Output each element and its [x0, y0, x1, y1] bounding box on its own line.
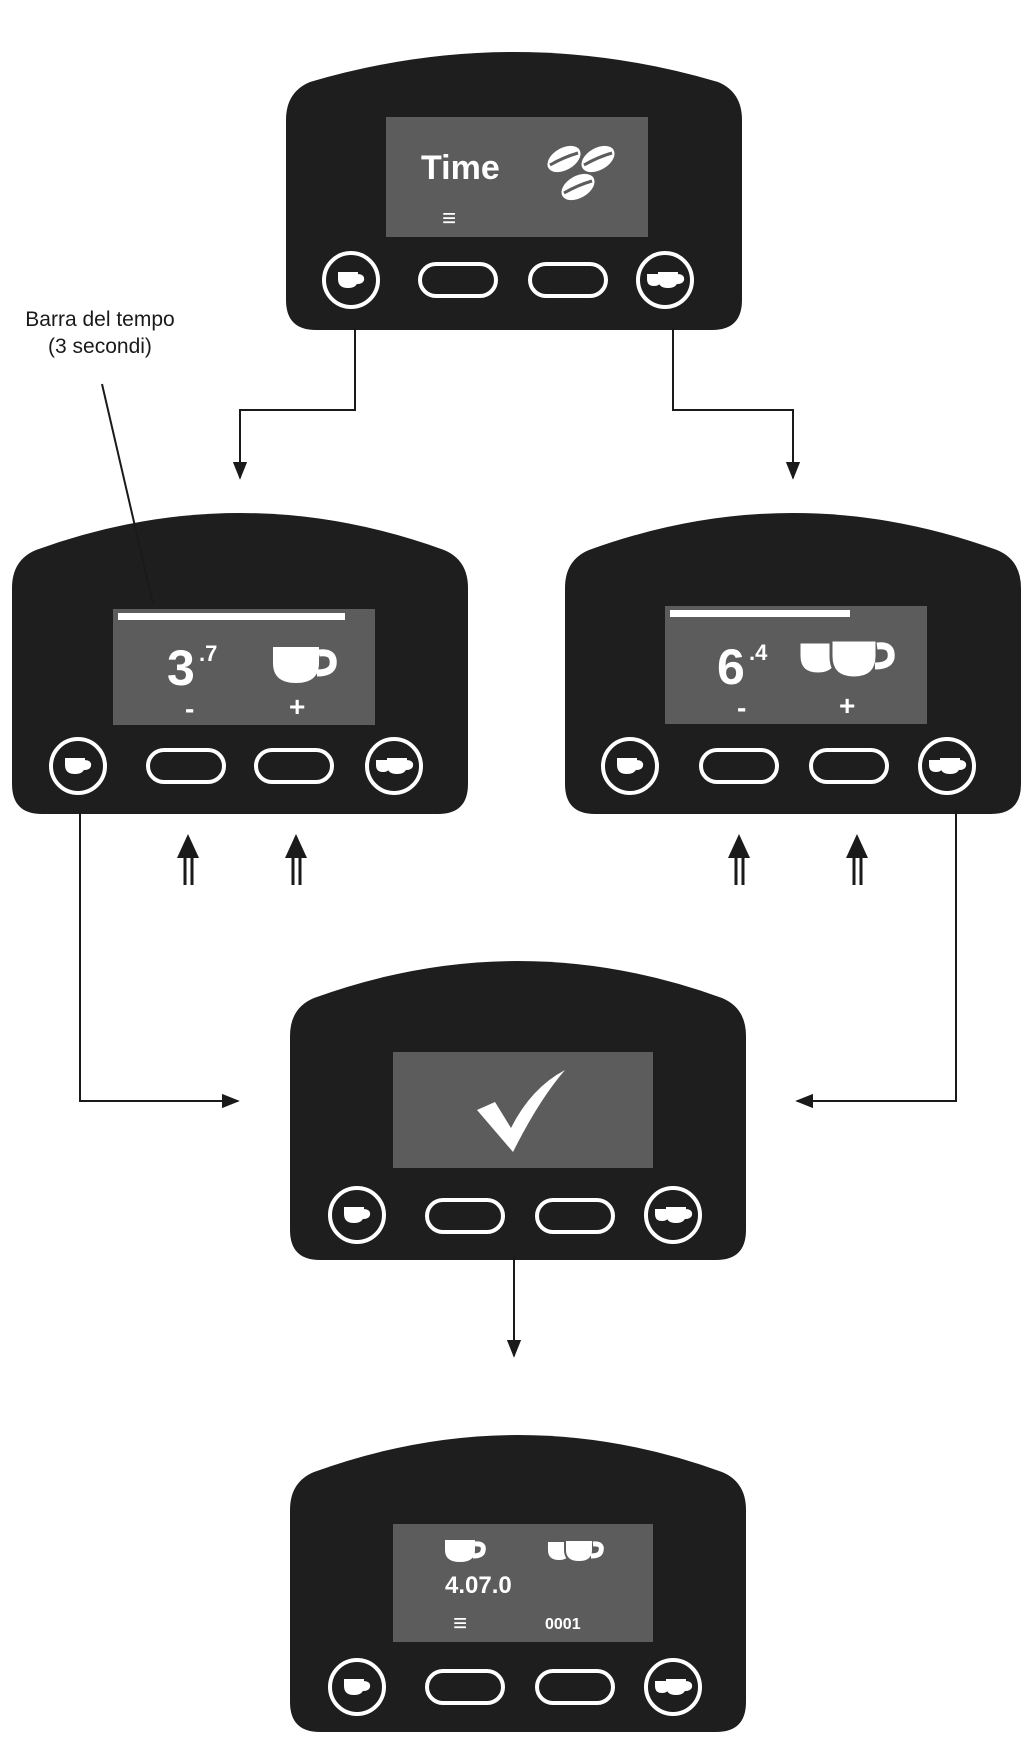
- time-bar: [670, 610, 850, 617]
- single-cup-button[interactable]: [601, 737, 659, 795]
- minus-button[interactable]: [425, 1669, 505, 1705]
- display-screen: 3 .7 - +: [113, 609, 375, 725]
- plus-button[interactable]: [535, 1669, 615, 1705]
- double-cup-button[interactable]: [636, 251, 694, 309]
- double-cup-icon: [655, 1679, 693, 1696]
- value-decimal: .4: [749, 640, 768, 665]
- minus-button[interactable]: [699, 748, 779, 784]
- single-cup-icon: [271, 645, 339, 690]
- single-cup-button[interactable]: [49, 737, 107, 795]
- double-cup-icon: [545, 1538, 607, 1569]
- double-cup-button[interactable]: [365, 737, 423, 795]
- single-cup-icon: [617, 758, 644, 775]
- coffee-beans-icon: [544, 137, 624, 214]
- checkmark-icon: [473, 1066, 569, 1161]
- press-indicator-plus-right: [846, 834, 868, 885]
- value-integer: 3: [167, 640, 195, 696]
- press-indicators: [177, 834, 868, 885]
- double-cup-icon: [655, 1207, 693, 1224]
- arrow-single-to-confirm: [79, 810, 240, 1109]
- panel-time: Time ≡: [286, 40, 742, 330]
- single-cup-button[interactable]: [322, 251, 380, 309]
- menu-icon: ≡: [442, 205, 457, 232]
- minus-label: -: [185, 693, 195, 724]
- version-number: 4.07.0: [445, 1572, 512, 1599]
- display-screen: 6 .4 - +: [665, 606, 927, 724]
- arrow-double-to-confirm: [795, 810, 957, 1109]
- minus-button[interactable]: [418, 262, 498, 298]
- menu-icon: ≡: [453, 1610, 468, 1637]
- double-cup-button[interactable]: [918, 737, 976, 795]
- double-cup-icon: [647, 272, 685, 289]
- plus-button[interactable]: [528, 262, 608, 298]
- single-cup-icon: [443, 1538, 487, 1569]
- press-indicator-minus-left: [177, 834, 199, 885]
- plus-button[interactable]: [809, 748, 889, 784]
- single-cup-icon: [344, 1679, 371, 1696]
- panel-confirm: [290, 944, 746, 1260]
- screen-title: Time: [421, 149, 500, 187]
- press-indicator-plus-left: [285, 834, 307, 885]
- plus-label: +: [289, 691, 306, 722]
- panel-single-cup: 3 .7 - +: [12, 496, 468, 814]
- display-screen: [393, 1052, 653, 1168]
- time-bar-annotation: Barra del tempo (3 secondi): [0, 306, 200, 361]
- time-bar: [118, 613, 345, 620]
- arrow-to-double: [672, 328, 801, 480]
- panel-result: 4.07.0 ≡ 0001: [290, 1418, 746, 1732]
- panel-double-cup: 6 .4 - +: [565, 496, 1021, 814]
- single-cup-icon: [65, 758, 92, 775]
- single-cup-icon: [338, 272, 365, 289]
- display-screen: 4.07.0 ≡ 0001: [393, 1524, 653, 1642]
- single-cup-button[interactable]: [328, 1658, 386, 1716]
- annotation-line-1: Barra del tempo: [25, 308, 175, 331]
- plus-button[interactable]: [254, 748, 334, 784]
- value-decimal: .7: [199, 641, 218, 666]
- arrow-to-single: [232, 328, 356, 480]
- display-screen: Time ≡: [386, 117, 648, 237]
- counter-value: 0001: [545, 1616, 581, 1633]
- double-cup-icon: [376, 758, 414, 775]
- value-integer: 6: [717, 639, 745, 695]
- minus-label: -: [737, 692, 747, 723]
- annotation-line-2: (3 secondi): [48, 335, 152, 359]
- minus-button[interactable]: [425, 1198, 505, 1234]
- single-cup-button[interactable]: [328, 1186, 386, 1244]
- double-cup-button[interactable]: [644, 1658, 702, 1716]
- plus-button[interactable]: [535, 1198, 615, 1234]
- press-indicator-minus-right: [728, 834, 750, 885]
- plus-label: +: [839, 690, 856, 721]
- single-cup-icon: [344, 1207, 371, 1224]
- minus-button[interactable]: [146, 748, 226, 784]
- double-cup-icon: [797, 638, 897, 687]
- double-cup-button[interactable]: [644, 1186, 702, 1244]
- double-cup-icon: [929, 758, 967, 775]
